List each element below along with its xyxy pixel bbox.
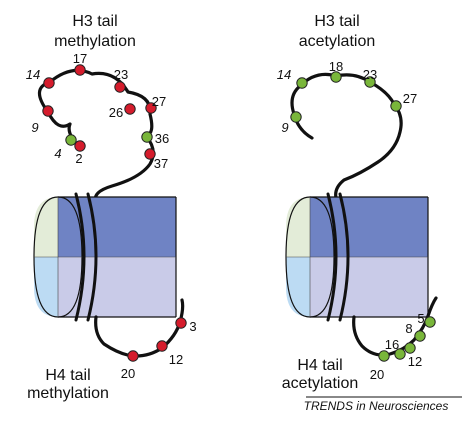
h4-site-3-methylated-dot bbox=[175, 317, 187, 329]
h3-tail bbox=[37, 68, 155, 204]
panel-acetylation: H3 tail acetylation H4 tail acetylation … bbox=[277, 13, 438, 392]
h3-site-23-label: 23 bbox=[114, 67, 128, 82]
panel-methylation: H3 tail methylation H4 tail methylation … bbox=[26, 13, 197, 402]
nucleosome-cylinder-icon bbox=[285, 192, 429, 322]
h3-tail bbox=[290, 72, 403, 200]
h3-site-18-label: 18 bbox=[329, 59, 343, 74]
h3-site-37-methylated-dot bbox=[144, 148, 156, 160]
h4-tail bbox=[352, 296, 438, 357]
h3-site-17-label: 17 bbox=[73, 51, 87, 66]
nucleosome-cylinder-icon bbox=[33, 192, 177, 322]
h3-site-14-acetylated-dot bbox=[296, 77, 308, 89]
credit-text: TRENDS in Neurosciences bbox=[304, 399, 449, 413]
h4-site-20-label: 20 bbox=[121, 366, 135, 381]
h3-site-36-acetylated-dot bbox=[141, 131, 153, 143]
h4-site-12-methylated-dot bbox=[156, 340, 168, 352]
h3-site-2-methylated-dot bbox=[74, 140, 86, 152]
h3-site-27-acetylated-dot bbox=[390, 100, 402, 112]
h4-title-line2: methylation bbox=[27, 385, 109, 402]
h3-site-4-label: 4 bbox=[54, 146, 61, 161]
panel-title-line2: acetylation bbox=[299, 33, 376, 50]
h4-title-line2: acetylation bbox=[282, 375, 359, 392]
h4-title-line1: H4 tail bbox=[45, 367, 90, 384]
h4-site-16-label: 16 bbox=[385, 337, 399, 352]
panel-title-line1: H3 tail bbox=[72, 13, 117, 30]
h4-site-3-label: 3 bbox=[189, 319, 196, 334]
panel-title-line2: methylation bbox=[54, 33, 136, 50]
h3-site-17-methylated-dot bbox=[74, 64, 86, 76]
h4-sites: 3 12 20 bbox=[121, 317, 197, 381]
h3-site-9-methylated-dot bbox=[42, 105, 54, 117]
h3-site-9-acetylated-dot bbox=[290, 111, 302, 123]
h4-title-line1: H4 tail bbox=[297, 357, 342, 374]
h4-sites: 58 16 12 20 bbox=[370, 311, 436, 382]
h3-site-27-label: 27 bbox=[403, 91, 417, 106]
h4-site-5-label: 5 bbox=[417, 311, 424, 326]
h3-site-36-label: 36 bbox=[155, 131, 169, 146]
h3-site-23-acetylated-dot bbox=[364, 76, 376, 88]
h4-site-20-label: 20 bbox=[370, 367, 384, 382]
h3-site-2-label: 2 bbox=[75, 151, 82, 166]
h3-site-14-label: 14 bbox=[26, 67, 40, 82]
h3-site-14-label: 14 bbox=[277, 67, 291, 82]
h4-site-12-acetylated-dot bbox=[394, 348, 406, 360]
h3-site-9-label: 9 bbox=[31, 120, 38, 135]
h4-site-12-label: 12 bbox=[408, 354, 422, 369]
h3-site-27-label: 27 bbox=[152, 94, 166, 109]
h3-site-26-label: 26 bbox=[109, 105, 123, 120]
h3-site-23-methylated-dot bbox=[114, 81, 126, 93]
h3-site-4-acetylated-dot bbox=[65, 134, 77, 146]
h3-site-27-methylated-dot bbox=[145, 102, 157, 114]
h3-sites: 14 18 23 27 9 bbox=[277, 59, 417, 135]
h4-site-20-methylated-dot bbox=[127, 350, 139, 362]
h3-site-37-label: 37 bbox=[154, 156, 168, 171]
h3-site-14-methylated-dot bbox=[43, 77, 55, 89]
h4-site-12-label: 12 bbox=[169, 352, 183, 367]
h3-site-18-acetylated-dot bbox=[330, 71, 342, 83]
h3-site-23-label: 23 bbox=[363, 67, 377, 82]
h3-site-9-label: 9 bbox=[281, 120, 288, 135]
h4-site-20-acetylated-dot bbox=[378, 350, 390, 362]
panel-title-line1: H3 tail bbox=[314, 13, 359, 30]
h4-site-16-acetylated-dot bbox=[404, 342, 416, 354]
h4-site-5-acetylated-dot bbox=[424, 316, 436, 328]
h4-site-8-acetylated-dot bbox=[414, 330, 426, 342]
h3-site-26-methylated-dot bbox=[124, 103, 136, 115]
h4-site-8-label: 8 bbox=[405, 321, 412, 336]
